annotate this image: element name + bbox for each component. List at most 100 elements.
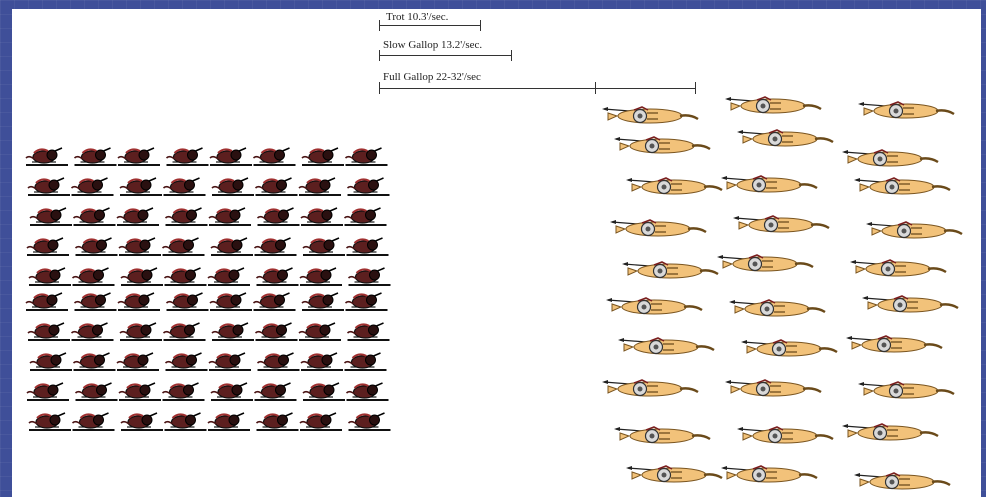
dark-horseman-icon xyxy=(345,353,387,370)
dark-horseman-icon xyxy=(300,268,342,285)
dark-horseman-icon xyxy=(165,268,207,285)
lancer-horseman-icon xyxy=(729,300,825,316)
lancer-horseman-icon xyxy=(626,178,722,194)
dark-horseman-icon xyxy=(30,208,72,225)
dark-horseman-icon xyxy=(255,238,297,255)
left-cavalry-unit xyxy=(26,148,391,430)
dark-horseman-icon xyxy=(346,293,388,310)
dark-horseman-icon xyxy=(302,293,344,310)
dark-horseman-icon xyxy=(348,323,390,340)
dark-horseman-icon xyxy=(346,148,388,165)
slide-canvas: Trot 10.3'/sec. Slow Gallop 13.2'/sec. F… xyxy=(12,9,981,497)
dark-horseman-icon xyxy=(118,148,160,165)
lancer-horseman-icon xyxy=(737,427,833,443)
lancer-horseman-icon xyxy=(858,102,954,118)
dark-horseman-icon xyxy=(255,383,297,400)
dark-horseman-icon xyxy=(212,178,254,195)
dark-horseman-icon xyxy=(72,178,114,195)
lancer-horseman-icon xyxy=(846,336,942,352)
dark-horseman-icon xyxy=(120,178,162,195)
lancer-horseman-icon xyxy=(622,262,718,278)
lancer-horseman-icon xyxy=(842,150,938,166)
dark-horseman-icon xyxy=(301,353,343,370)
dark-horseman-icon xyxy=(30,353,72,370)
dark-horseman-icon xyxy=(210,293,252,310)
dark-horseman-icon xyxy=(256,323,298,340)
right-cavalry-unit xyxy=(602,97,962,489)
dark-horseman-icon xyxy=(163,383,205,400)
lancer-horseman-icon xyxy=(858,382,954,398)
dark-horseman-icon xyxy=(75,293,117,310)
dark-horseman-icon xyxy=(118,293,160,310)
dark-horseman-icon xyxy=(254,148,296,165)
dark-horseman-icon xyxy=(74,208,116,225)
dark-horseman-icon xyxy=(164,178,206,195)
dark-horseman-icon xyxy=(299,323,341,340)
dark-horseman-icon xyxy=(119,238,161,255)
dark-horseman-icon xyxy=(300,413,342,430)
dark-horseman-icon xyxy=(349,268,391,285)
lancer-horseman-icon xyxy=(717,255,813,271)
lancer-horseman-icon xyxy=(854,473,950,489)
lancer-horseman-icon xyxy=(721,176,817,192)
lancer-horseman-icon xyxy=(614,427,710,443)
dark-horseman-icon xyxy=(29,268,71,285)
dark-horseman-icon xyxy=(119,383,161,400)
dark-horseman-icon xyxy=(75,148,117,165)
dark-horseman-icon xyxy=(164,323,206,340)
lancer-horseman-icon xyxy=(866,222,962,238)
lancer-horseman-icon xyxy=(862,296,958,312)
lancer-horseman-icon xyxy=(737,130,833,146)
dark-horseman-icon xyxy=(121,413,163,430)
lancer-horseman-icon xyxy=(725,97,821,113)
dark-horseman-icon xyxy=(211,238,253,255)
lancer-horseman-icon xyxy=(741,340,837,356)
dark-horseman-icon xyxy=(120,323,162,340)
dark-horseman-icon xyxy=(256,178,298,195)
lancer-horseman-icon xyxy=(606,298,702,314)
dark-horseman-icon xyxy=(28,178,70,195)
dark-horseman-icon xyxy=(121,268,163,285)
dark-horseman-icon xyxy=(73,413,115,430)
dark-horseman-icon xyxy=(257,413,299,430)
dark-horseman-icon xyxy=(73,268,115,285)
dark-horseman-icon xyxy=(212,323,254,340)
dark-horseman-icon xyxy=(209,208,251,225)
dark-horseman-icon xyxy=(349,413,391,430)
dark-horseman-icon xyxy=(27,383,69,400)
dark-horseman-icon xyxy=(347,238,389,255)
dark-horseman-icon xyxy=(210,148,252,165)
cavalry-formation-diagram xyxy=(12,9,981,497)
dark-horseman-icon xyxy=(303,383,345,400)
dark-horseman-icon xyxy=(167,148,209,165)
lancer-horseman-icon xyxy=(854,178,950,194)
lancer-horseman-icon xyxy=(626,466,722,482)
dark-horseman-icon xyxy=(72,323,114,340)
dark-horseman-icon xyxy=(303,238,345,255)
dark-horseman-icon xyxy=(258,208,300,225)
dark-horseman-icon xyxy=(208,268,250,285)
dark-horseman-icon xyxy=(29,413,71,430)
dark-horseman-icon xyxy=(167,293,209,310)
dark-horseman-icon xyxy=(209,353,251,370)
lancer-horseman-icon xyxy=(614,137,710,153)
dark-horseman-icon xyxy=(257,268,299,285)
dark-horseman-icon xyxy=(76,383,118,400)
dark-horseman-icon xyxy=(27,238,69,255)
dark-horseman-icon xyxy=(166,208,208,225)
dark-horseman-icon xyxy=(74,353,116,370)
dark-horseman-icon xyxy=(163,238,205,255)
lancer-horseman-icon xyxy=(610,220,706,236)
lancer-horseman-icon xyxy=(725,380,821,396)
dark-horseman-icon xyxy=(165,413,207,430)
dark-horseman-icon xyxy=(347,383,389,400)
dark-horseman-icon xyxy=(117,208,159,225)
dark-horseman-icon xyxy=(26,148,68,165)
dark-horseman-icon xyxy=(301,208,343,225)
lancer-horseman-icon xyxy=(733,216,829,232)
dark-horseman-icon xyxy=(76,238,118,255)
lancer-horseman-icon xyxy=(721,466,817,482)
dark-horseman-icon xyxy=(117,353,159,370)
dark-horseman-icon xyxy=(26,293,68,310)
dark-horseman-icon xyxy=(345,208,387,225)
